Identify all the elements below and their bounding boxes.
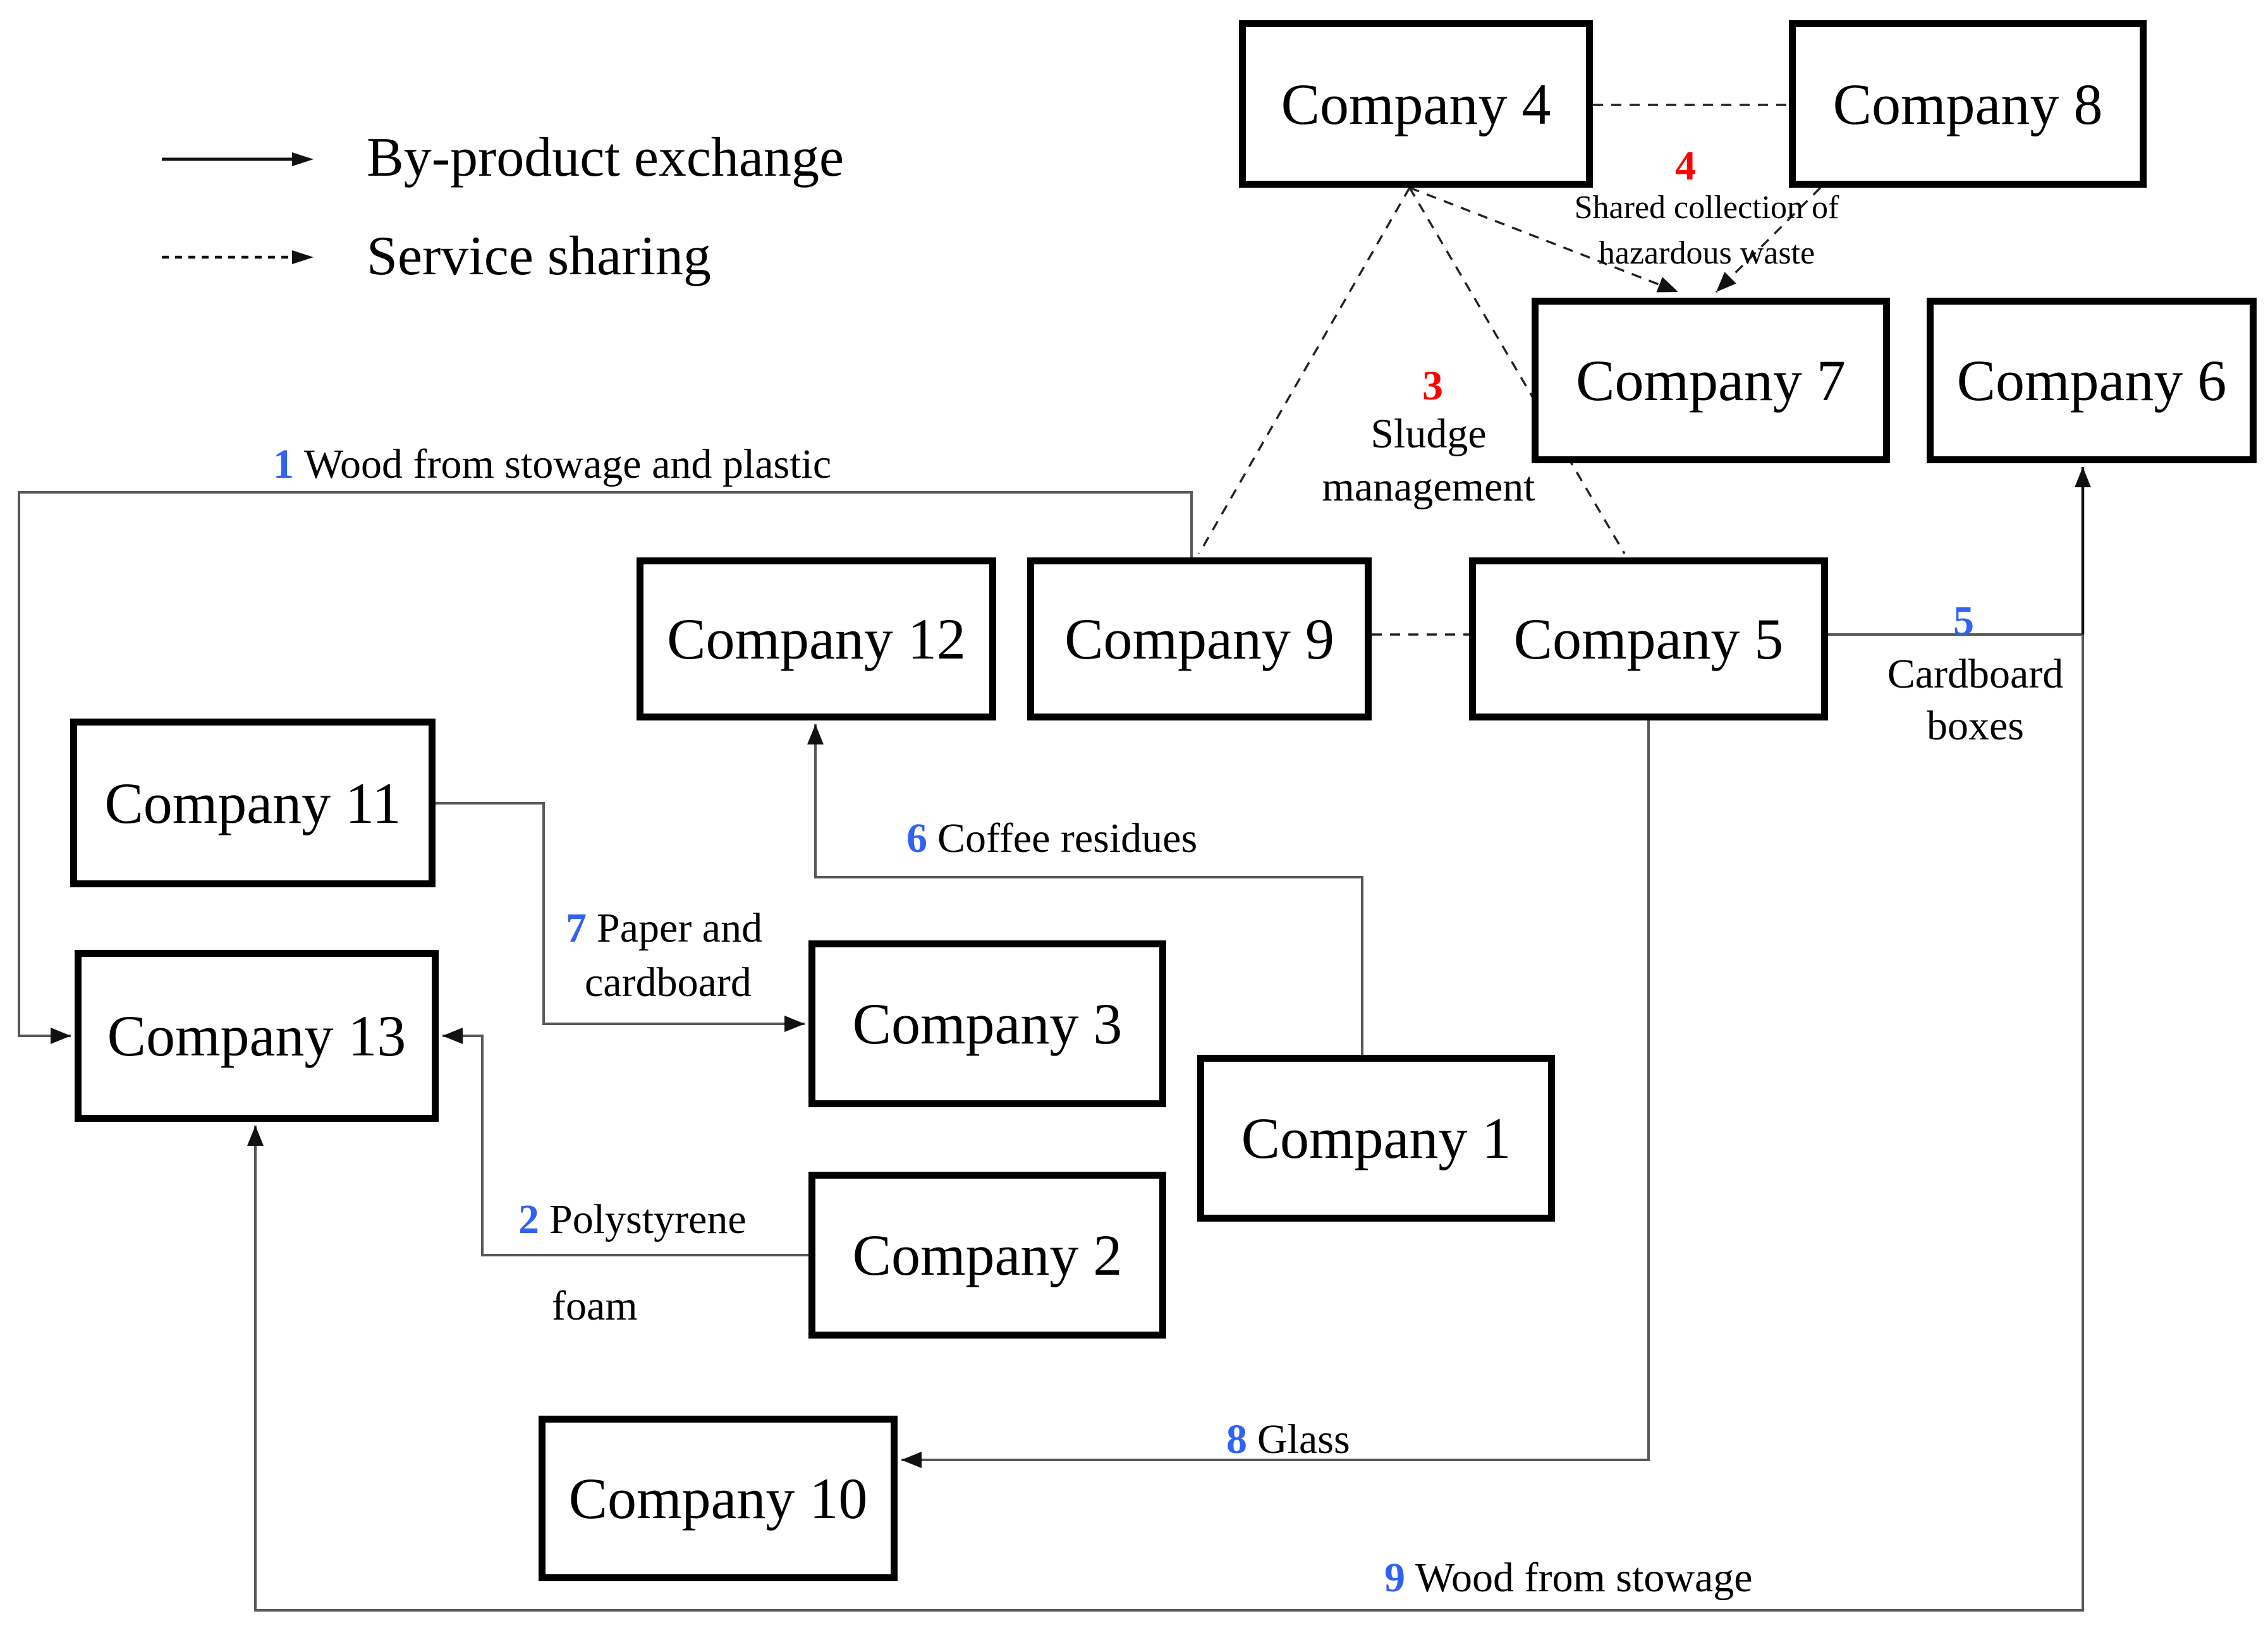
flow-text: management: [1322, 464, 1535, 510]
flow-label-5: 5: [1953, 599, 1974, 643]
flow-label-text-13: management: [1308, 465, 1549, 509]
byproduct-9-to-company13: [254, 635, 2084, 1612]
flow-label-3: 3: [1422, 364, 1443, 408]
company-label: Company 12: [667, 607, 966, 671]
company-label: Company 7: [1576, 348, 1846, 413]
flow-number: 5: [1953, 598, 1974, 644]
flow-label-text-4: cardboard: [585, 961, 752, 1004]
service-company8-to-company7-arrowhead: [1716, 272, 1736, 292]
byproduct-7-company11-to-company3-arrowhead: [784, 1016, 805, 1032]
byproduct-1-company9-to-company13: [18, 491, 1193, 1037]
company-box-9: Company 9: [1027, 557, 1372, 720]
flow-label-text-9: Cardboard: [1877, 652, 2073, 696]
byproduct-9-to-company13-arrowhead: [247, 1126, 264, 1146]
flow-text: boxes: [1927, 703, 2024, 749]
flow-label-text-12: Sludge: [1308, 412, 1549, 456]
company-box-3: Company 3: [808, 940, 1166, 1107]
service-company4-to-company7: [1409, 186, 1679, 293]
byproduct-8-company5-to-company10: [901, 720, 1650, 1461]
company-box-13: Company 13: [75, 950, 439, 1122]
company-label: Company 2: [852, 1223, 1123, 1287]
company-box-10: Company 10: [539, 1416, 898, 1581]
company-label: Company 3: [852, 992, 1123, 1056]
flow-text: Wood from stowage: [1415, 1555, 1753, 1601]
byproduct-5-into-company6-arrowhead: [2075, 467, 2091, 487]
flow-text: foam: [552, 1283, 638, 1329]
byproduct-2-company2-to-company13-arrowhead: [442, 1028, 463, 1044]
byproduct-arrow-icon: [162, 152, 314, 166]
company-box-2: Company 2: [808, 1172, 1166, 1339]
company-box-6: Company 6: [1927, 298, 2257, 463]
flow-label-4: 4: [1675, 144, 1696, 188]
byproduct-7-company11-to-company3: [436, 802, 805, 1025]
flow-text: cardboard: [585, 959, 752, 1005]
flow-label-text-16: hazardous waste: [1517, 236, 1896, 271]
flow-text: Wood from stowage and plastic: [304, 441, 832, 487]
company-label: Company 6: [1956, 348, 2227, 413]
byproduct-8-company5-to-company10-arrowhead: [901, 1452, 922, 1468]
company-label: Company 4: [1281, 71, 1551, 137]
flow-text: Sludge: [1370, 411, 1487, 457]
company-label: Company 1: [1241, 1106, 1511, 1170]
service-3-company4-to-company5: [1408, 187, 1626, 554]
service-3-company4-to-company9: [1198, 187, 1411, 554]
byproduct-6-company1-to-company12: [814, 724, 1363, 1055]
byproduct-6-company1-to-company12-arrowhead: [807, 724, 824, 744]
flow-text: Cardboard: [1887, 651, 2064, 697]
flow-number: 3: [1422, 363, 1443, 409]
legend-item-byproduct: By-product exchange: [367, 127, 844, 188]
flow-number: 8: [1226, 1416, 1247, 1462]
flow-text: Paper and: [597, 905, 763, 951]
flow-text: Glass: [1257, 1416, 1350, 1462]
flow-number: 6: [906, 815, 927, 861]
company-box-11: Company 11: [70, 719, 436, 887]
company-box-1: Company 1: [1197, 1055, 1555, 1222]
company-label: Company 13: [107, 1004, 406, 1068]
company-label: Company 10: [568, 1466, 868, 1531]
service-company4-to-company7-arrowhead: [1656, 277, 1678, 293]
company-box-5: Company 5: [1469, 557, 1828, 720]
flow-text: hazardous waste: [1598, 235, 1815, 271]
flow-label-text-15: Shared collection of: [1517, 190, 1896, 226]
flow-number: 2: [518, 1196, 539, 1242]
flow-text: Polystyrene: [549, 1196, 747, 1242]
company-box-4: Company 4: [1239, 20, 1593, 188]
company-label: Company 11: [104, 770, 401, 835]
company-box-8: Company 8: [1789, 20, 2147, 188]
flow-label-text-10: boxes: [1877, 704, 2073, 748]
flow-text: Shared collection of: [1574, 190, 1839, 226]
byproduct-1-company9-to-company13-arrowhead: [51, 1028, 71, 1044]
company-label: Company 5: [1513, 607, 1784, 671]
service-company8-to-company7: [1715, 186, 1822, 293]
flow-number: 4: [1675, 143, 1696, 189]
service-arrow-icon: [162, 250, 314, 264]
flow-number: 7: [566, 905, 587, 951]
company-box-7: Company 7: [1532, 298, 1890, 463]
company-label: Company 9: [1064, 607, 1334, 671]
company-box-12: Company 12: [637, 557, 996, 720]
flow-number: 1: [273, 441, 294, 487]
flow-label-text-2: foam: [552, 1284, 638, 1328]
flow-text: Coffee residues: [937, 815, 1198, 861]
flow-number: 9: [1384, 1555, 1405, 1601]
legend-item-service: Service sharing: [367, 226, 711, 287]
company-label: Company 8: [1832, 71, 2103, 137]
